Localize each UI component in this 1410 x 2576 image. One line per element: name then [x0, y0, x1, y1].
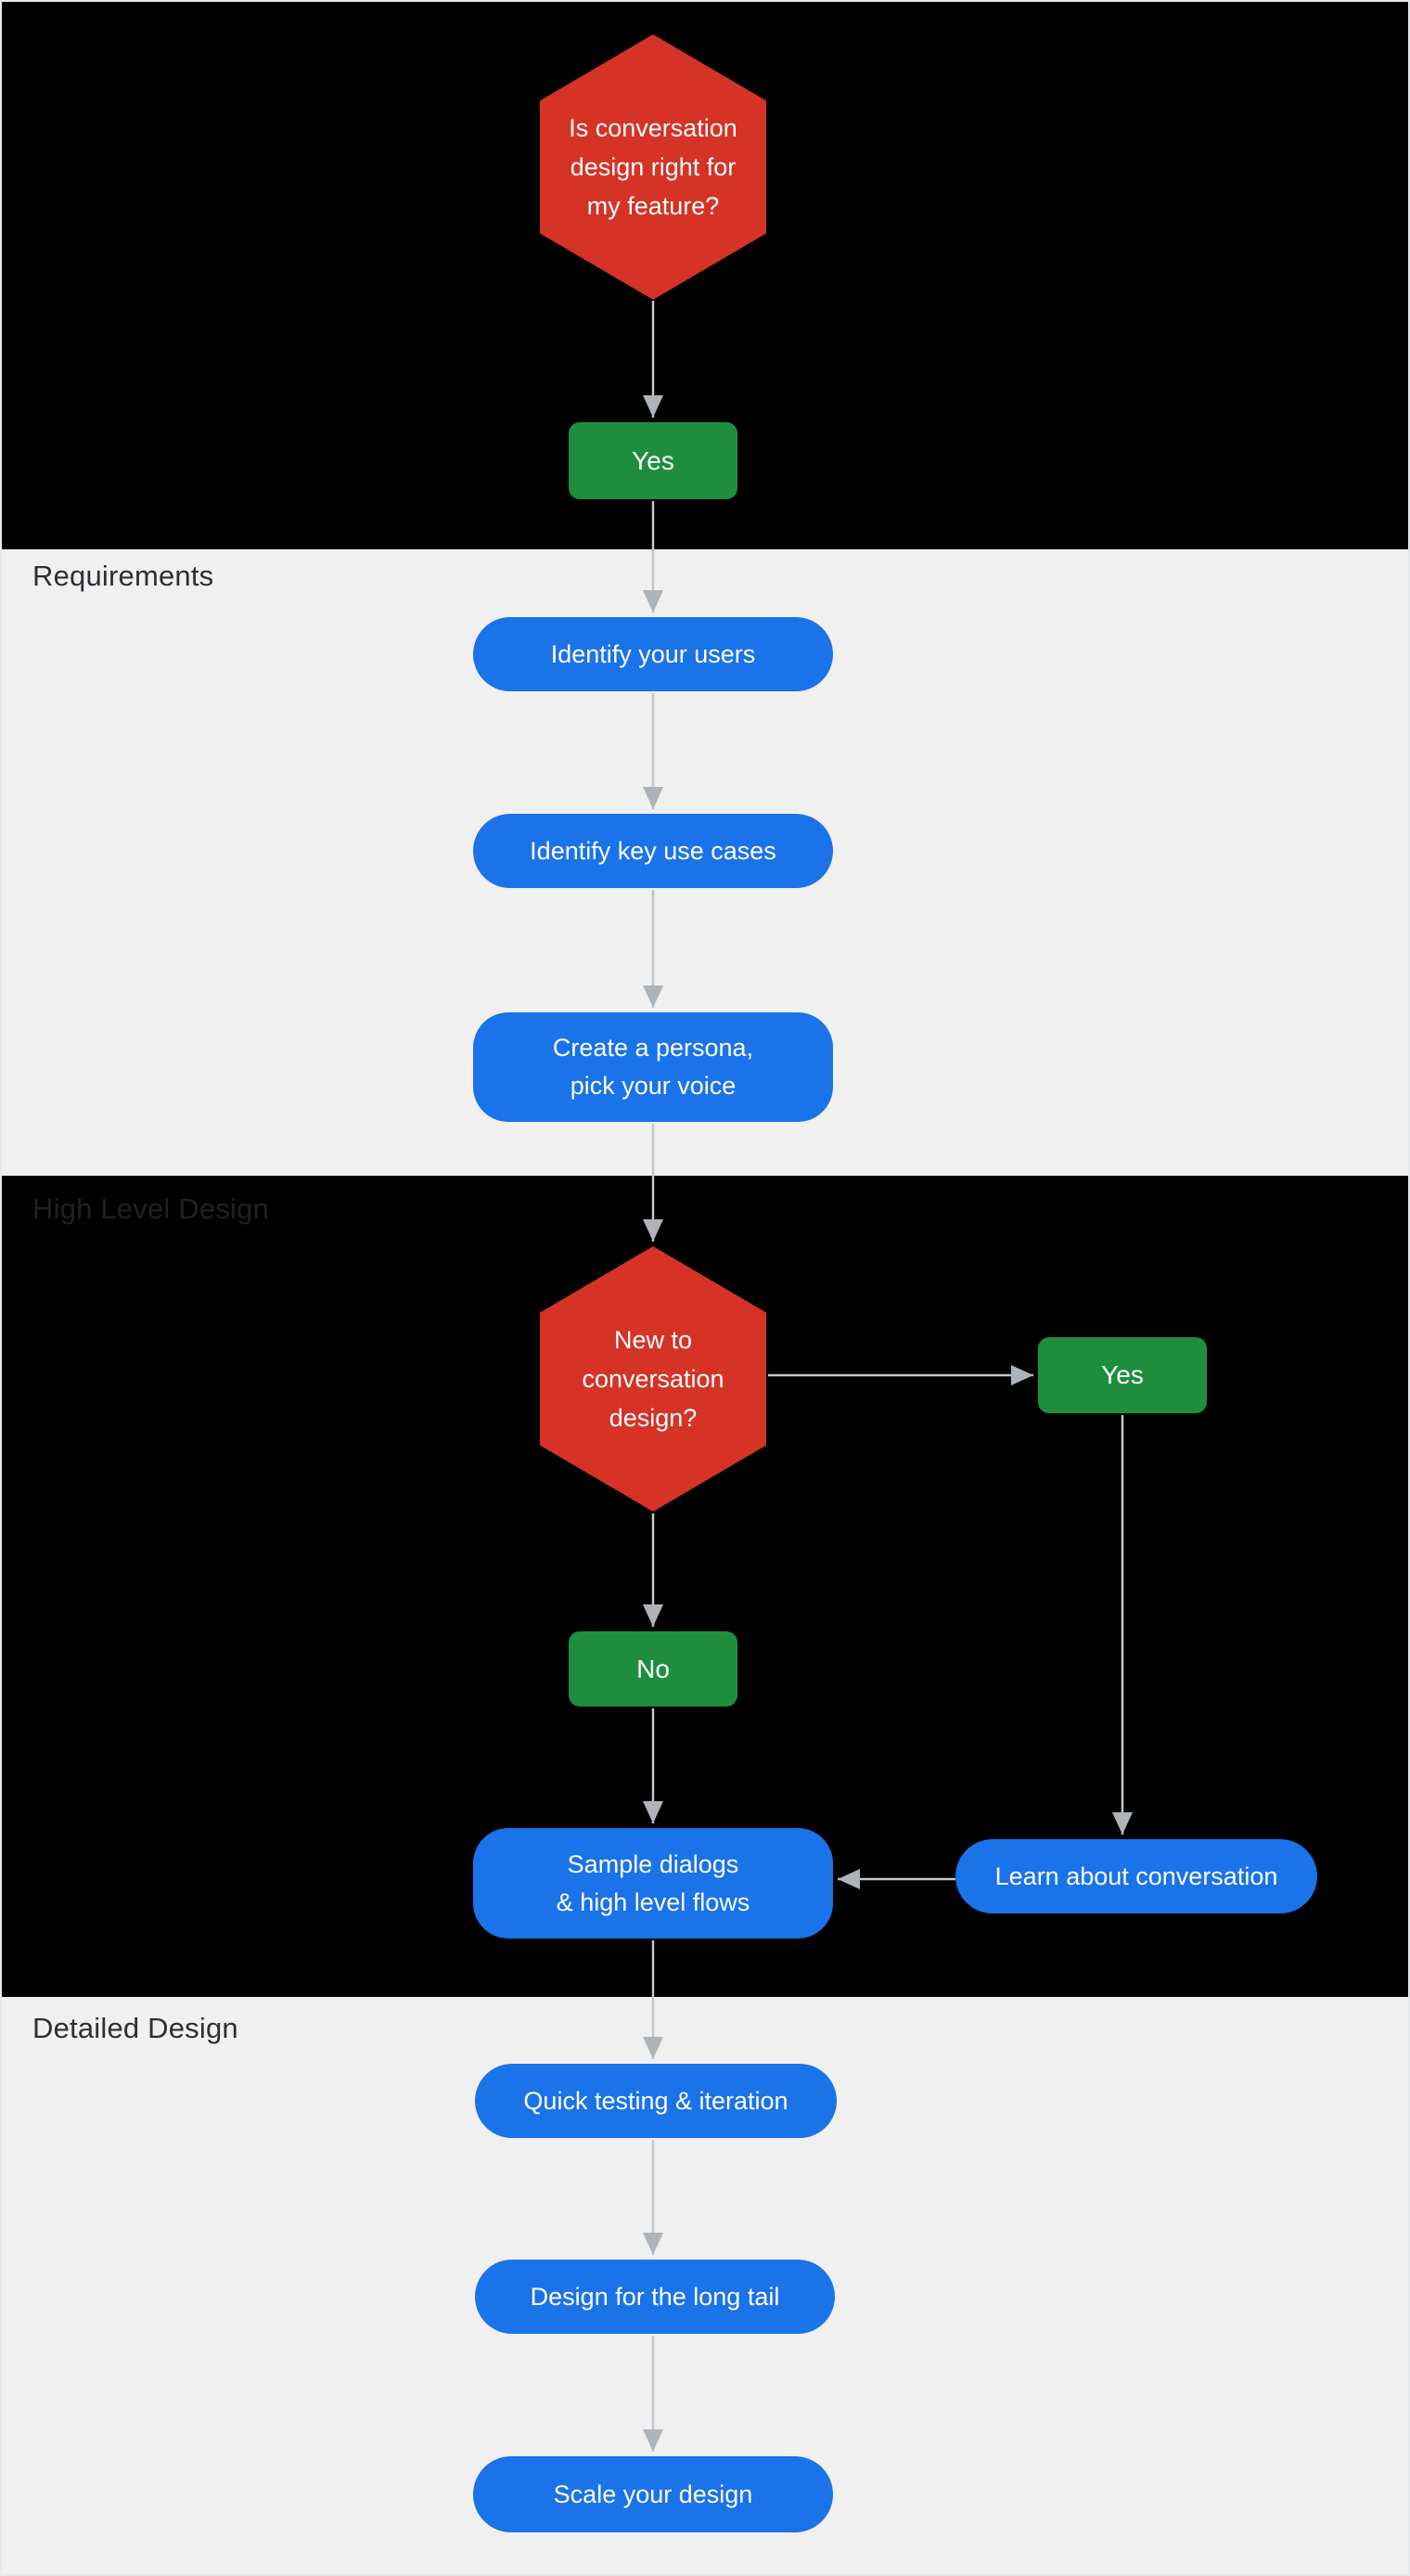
step-identify-key-use-cases: Identify key use cases: [473, 814, 833, 888]
section-label-high-level-design: High Level Design: [32, 1192, 269, 1225]
step-scale-your-design: Scale your design: [473, 2456, 833, 2532]
step-design-for-long-tail: Design for the long tail: [475, 2260, 835, 2334]
answer-yes-top: Yes: [569, 422, 737, 499]
step-quick-testing-iteration: Quick testing & iteration: [475, 2064, 837, 2138]
section-label-requirements: Requirements: [32, 560, 214, 592]
step-identify-your-users: Identify your users: [473, 617, 833, 691]
answer-yes-right: Yes: [1038, 1337, 1207, 1413]
answer-no: No: [569, 1631, 737, 1707]
step-create-persona-pick-voice: Create a persona, pick your voice: [473, 1012, 833, 1122]
step-learn-about-conversation: Learn about conversation: [955, 1839, 1317, 1913]
decision-is-cd-right: Is conversation design right for my feat…: [540, 34, 766, 300]
step-sample-dialogs-high-level-flows: Sample dialogs & high level flows: [473, 1828, 833, 1938]
section-label-detailed-design: Detailed Design: [32, 2012, 238, 2044]
